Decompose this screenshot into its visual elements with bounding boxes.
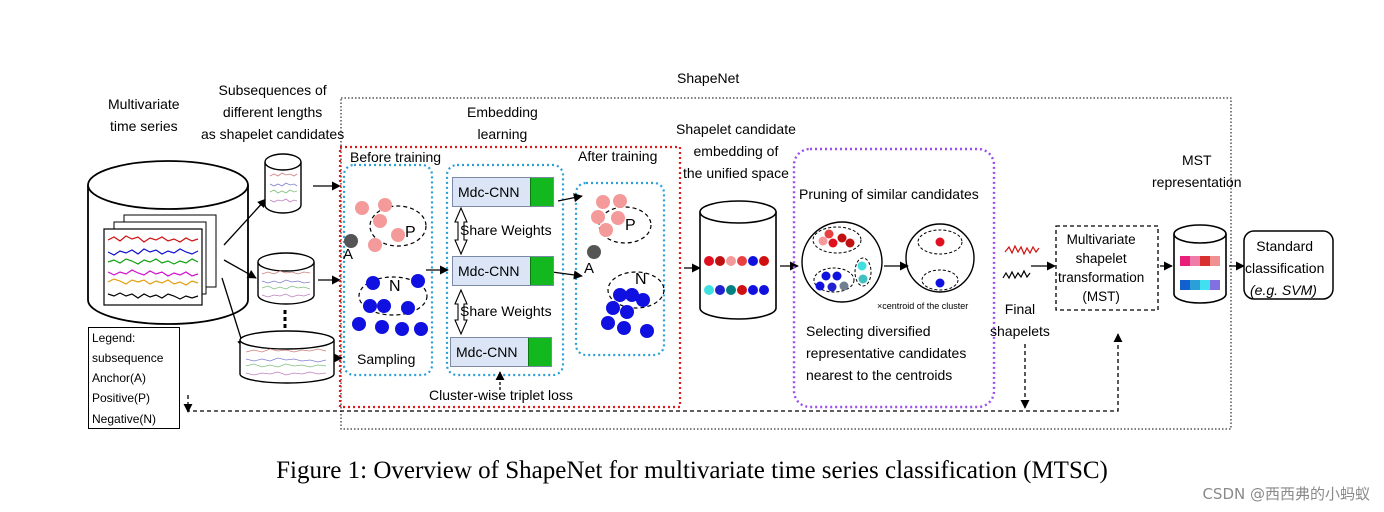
feedback-line — [187, 333, 1123, 412]
embedding-learning-box — [338, 145, 682, 409]
before-training-label: Before training — [350, 149, 442, 165]
final-shapelet-red — [1004, 244, 1040, 256]
mdc-cnn-block-1: Mdc-CNN — [452, 177, 554, 207]
legend-subsequence: subsequence — [92, 351, 164, 365]
mts-sheets — [103, 214, 217, 306]
mdc-cnn-block-2: Mdc-CNN — [452, 256, 554, 286]
mdc-cnn-output-3 — [528, 338, 551, 366]
legend-negative: Negative(N) — [92, 412, 157, 426]
positive-label-after: P — [625, 217, 636, 234]
mst-transformation-box — [1055, 225, 1159, 311]
sampling-label: Sampling — [357, 351, 416, 367]
mdc-cnn-label-3: Mdc-CNN — [456, 344, 518, 360]
negative-label-before: N — [389, 278, 401, 295]
before-training-box — [342, 163, 434, 377]
mst-transformation-label: Multivariate shapelet transformation (MS… — [1058, 232, 1145, 304]
subsequences-label: Subsequences of different lengths as sha… — [201, 82, 345, 142]
legend-anchor: Anchor(A) — [92, 371, 147, 385]
mdc-cnn-label-1: Mdc-CNN — [458, 184, 520, 200]
final-shapelets-label: Final shapelets — [990, 301, 1050, 339]
standard-classification-label: Standard classification — [1245, 238, 1325, 276]
mdc-cnn-label-2: Mdc-CNN — [458, 263, 520, 279]
after-training-box — [574, 181, 666, 357]
legend-title: Legend: — [92, 331, 136, 345]
share-weights-label-1: Share Weights — [460, 222, 552, 238]
candidate-embedding-label: Shapelet candidate embedding of the unif… — [676, 121, 796, 181]
pruning-before-circle — [801, 221, 883, 303]
pruning-label: Pruning of similar candidates — [799, 186, 979, 202]
shapenet-title: ShapeNet — [677, 70, 740, 86]
anchor-label-before: A — [343, 246, 354, 263]
final-shapelet-black — [1002, 269, 1031, 280]
standard-classification-example: (e.g. SVM) — [1250, 282, 1317, 298]
pruning-after-circle — [905, 223, 975, 293]
pruning-box — [792, 147, 996, 409]
share-weights-label-2: Share Weights — [460, 303, 552, 319]
mdc-cnn-output-1 — [530, 178, 553, 206]
legend: Legend: subsequence Anchor(A) Positive(P… — [88, 327, 180, 429]
centroid-note: ×centroid of the cluster — [877, 301, 969, 311]
standard-classification-box — [1243, 230, 1334, 300]
networks-box — [445, 163, 565, 377]
mst-cylinder — [1173, 224, 1227, 304]
legend-positive: Positive(P) — [92, 391, 151, 405]
shapenet-frame — [340, 97, 1232, 430]
negative-label-after: N — [635, 271, 647, 288]
watermark: CSDN @西西弗的小蚂蚁 — [1202, 485, 1370, 503]
mdc-cnn-block-3: Mdc-CNN — [450, 337, 552, 367]
mts-label: Multivariate time series — [108, 96, 180, 134]
after-training-label: After training — [578, 148, 658, 164]
anchor-label-after: A — [584, 260, 595, 277]
embedding-learning-label: Embedding learning — [467, 104, 538, 142]
selecting-label: Selecting diversified representative can… — [806, 323, 967, 383]
triplet-loss-label: Cluster-wise triplet loss — [429, 387, 573, 403]
embedding-cylinder — [699, 200, 777, 320]
subseq-cylinder-3 — [239, 330, 335, 384]
mdc-cnn-output-2 — [530, 257, 553, 285]
figure-caption: Figure 1: Overview of ShapeNet for multi… — [276, 457, 1108, 484]
positive-label-before: P — [405, 224, 416, 241]
subseq-cylinder-2 — [257, 252, 315, 305]
mst-representation-label: MST representation — [1152, 152, 1242, 190]
subseq-cylinder-1 — [264, 153, 302, 214]
